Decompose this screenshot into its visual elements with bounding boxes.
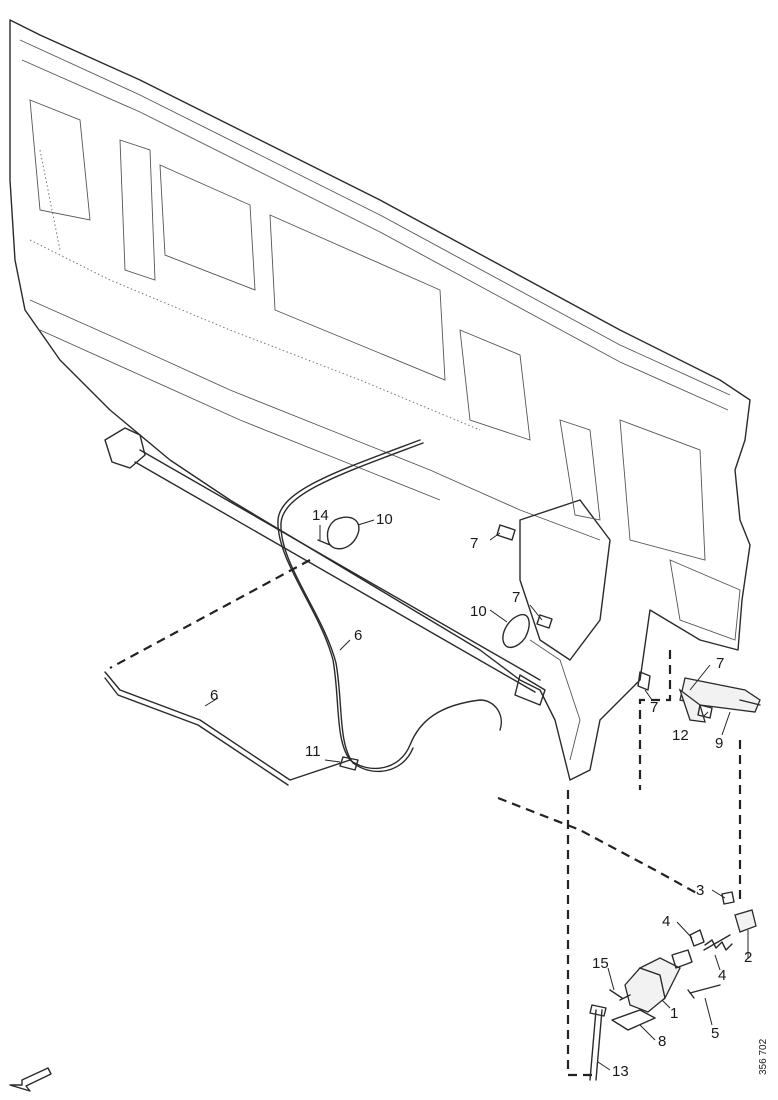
callout-3: 3: [696, 882, 704, 899]
callout-5: 5: [711, 1025, 719, 1042]
callout-13: 13: [612, 1063, 629, 1080]
hose-clip-lower: [502, 613, 530, 648]
callout-10a: 10: [376, 511, 393, 528]
washer-seal: [689, 929, 705, 947]
callout-11: 11: [305, 743, 321, 760]
callout-12: 12: [672, 727, 689, 744]
callout-15: 15: [592, 955, 609, 972]
hose-connector: [339, 756, 359, 771]
pin: [609, 989, 623, 999]
bracket-plate: [611, 1009, 656, 1031]
reference-code: 356 702: [758, 1038, 769, 1075]
cross-rod: [104, 427, 546, 706]
callout-4a: 4: [662, 913, 670, 930]
callout-7c: 7: [716, 655, 724, 672]
callout-7d: 7: [650, 699, 658, 716]
callout-6a: 6: [354, 627, 362, 644]
screw-lower: [637, 671, 651, 691]
callout-1: 1: [670, 1005, 678, 1022]
hose-clip-upper: [317, 516, 360, 550]
screw-upper: [496, 524, 516, 541]
bulkhead-panel: [9, 19, 751, 781]
callout-6b: 6: [210, 687, 218, 704]
small-nut: [721, 891, 735, 905]
callout-14: 14: [312, 507, 329, 524]
callout-10b: 10: [470, 603, 487, 620]
lower-hose: [104, 671, 351, 786]
pump-nozzle: [671, 949, 693, 969]
end-cap: [734, 909, 757, 933]
support-rod: [589, 1004, 607, 1081]
washer-pump: [619, 957, 681, 1013]
callout-9: 9: [715, 735, 723, 752]
bracket-nut: [697, 704, 713, 719]
callout-7b: 7: [512, 589, 520, 606]
screw-middle: [536, 614, 553, 629]
assembly-guides: [109, 559, 742, 1077]
callout-2: 2: [744, 949, 752, 966]
callout-labels: 1 2 3 4 4 5 6 6 7 7 7 7 8 9 10 10 11 12 …: [210, 507, 752, 1080]
callout-4b: 4: [718, 967, 726, 984]
callout-8: 8: [658, 1033, 666, 1050]
callout-7a: 7: [470, 535, 478, 552]
bolt: [687, 984, 721, 999]
spring: [703, 934, 733, 951]
leader-lines: [204, 519, 749, 1071]
arrow-icon: [9, 1067, 52, 1092]
mounting-bracket: [678, 677, 761, 723]
washer-hose: [277, 439, 502, 773]
